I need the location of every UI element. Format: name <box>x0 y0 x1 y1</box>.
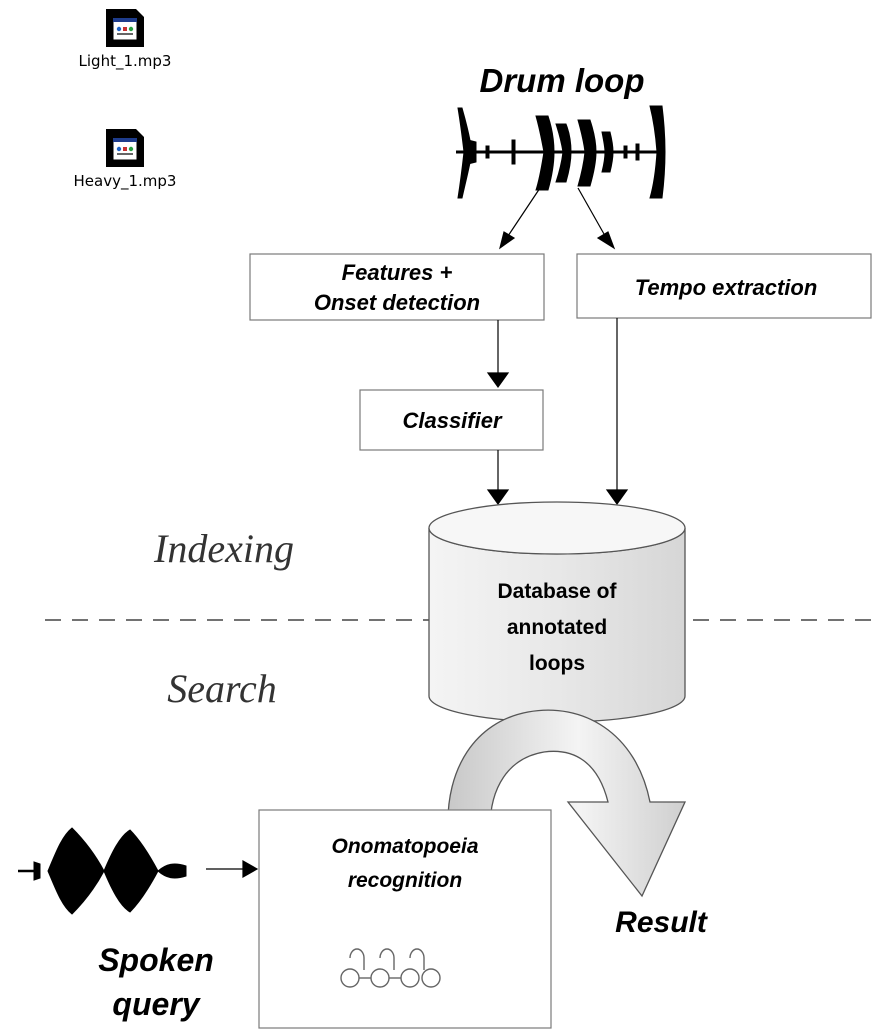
file-light-1[interactable]: Light_1.mp3 <box>60 8 190 70</box>
spoken-query-waveform <box>18 827 187 915</box>
waveform-arrows <box>499 187 616 250</box>
file-name-light-1: Light_1.mp3 <box>78 52 172 70</box>
tempo-extraction-box: Tempo extraction <box>576 253 872 319</box>
hmm-states-icon <box>340 948 441 988</box>
drum-loop-waveform <box>456 105 666 199</box>
spoken-query-label-line1: Spoken <box>98 942 214 978</box>
tempo-extraction-label: Tempo extraction <box>635 275 818 300</box>
database-cylinder: Database of annotated loops <box>428 501 686 723</box>
arrow-tempo-to-database <box>605 318 629 506</box>
file-heavy-1[interactable]: Heavy_1.mp3 <box>60 128 190 190</box>
indexing-label: Indexing <box>153 526 294 571</box>
database-label-line2: annotated <box>507 616 607 639</box>
search-label: Search <box>167 666 277 711</box>
onomatopoeia-label-line1: Onomatopoeia <box>331 835 478 858</box>
database-label-line1: Database of <box>497 580 617 603</box>
result-curved-arrow <box>447 709 687 898</box>
file-name-heavy-1: Heavy_1.mp3 <box>73 172 177 190</box>
features-onset-box: Features + Onset detection <box>249 253 545 321</box>
onomatopoeia-recognition-box: Onomatopoeia recognition <box>258 809 552 1029</box>
spoken-query-label-line2: query <box>112 986 201 1022</box>
drum-loop-title: Drum loop <box>480 62 645 99</box>
audio-file-icon <box>106 129 144 167</box>
arrow-classifier-to-database <box>486 450 510 506</box>
classifier-label: Classifier <box>402 408 502 433</box>
result-label: Result <box>615 906 709 939</box>
classifier-box: Classifier <box>359 389 544 451</box>
database-label-line3: loops <box>529 652 585 675</box>
arrow-query-to-recognition <box>206 859 259 879</box>
audio-file-icon <box>106 9 144 47</box>
onomatopoeia-label-line2: recognition <box>348 869 462 892</box>
features-label-line2: Onset detection <box>314 290 480 315</box>
features-label-line1: Features + <box>342 260 453 285</box>
arrow-features-to-classifier <box>486 320 510 389</box>
